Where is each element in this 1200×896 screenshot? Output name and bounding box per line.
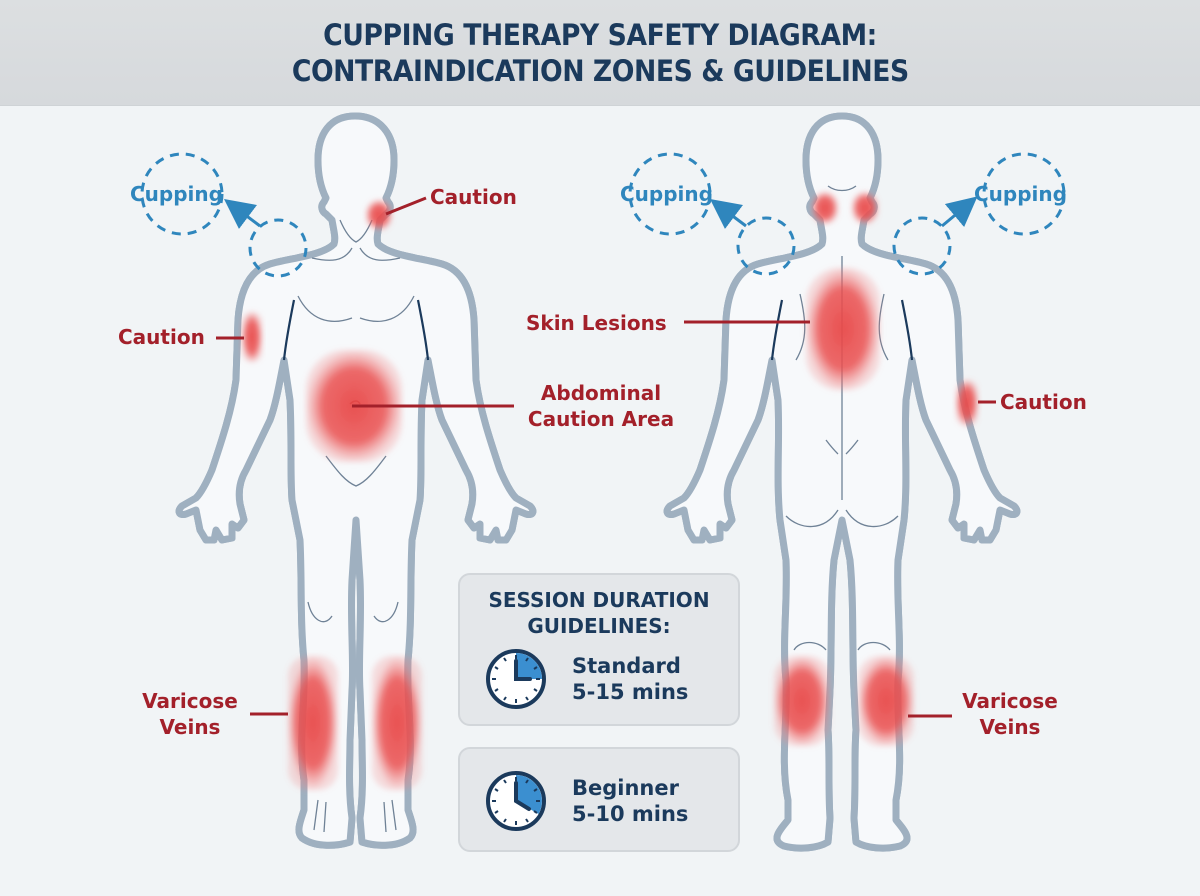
zone-forearm — [956, 380, 978, 426]
label-cupping-back-left: Cupping — [620, 182, 713, 206]
label-cupping-front: Cupping — [130, 182, 223, 206]
label-varicose-back: Varicose Veins — [962, 689, 1058, 739]
label-neck-caution: Caution — [430, 185, 517, 209]
zone-right-calf — [372, 656, 422, 790]
label-arm-caution-back: Caution — [1000, 390, 1087, 414]
label-cupping-back-right: Cupping — [974, 182, 1067, 206]
zone-neck — [366, 200, 392, 230]
zone-left-calf-back — [774, 656, 830, 746]
zone-neck-left — [812, 192, 838, 224]
zone-neck-right — [852, 192, 878, 224]
title-bar: CUPPING THERAPY SAFETY DIAGRAM: CONTRAIN… — [0, 0, 1200, 106]
zone-left-calf — [288, 656, 338, 790]
back-contraindication-zones — [774, 192, 978, 746]
title-line-1: CUPPING THERAPY SAFETY DIAGRAM: — [323, 17, 877, 52]
label-skin-lesions: Skin Lesions — [526, 311, 667, 335]
label-arm-caution-front: Caution — [118, 325, 205, 349]
beginner-duration-row: Beginner 5-10 mins — [484, 769, 688, 833]
beginner-duration-text: Beginner 5-10 mins — [572, 776, 689, 826]
label-varicose-front: Varicose Veins — [142, 689, 238, 739]
front-cupping-markers — [140, 152, 308, 278]
title-line-2: CONTRAINDICATION ZONES & GUIDELINES — [291, 53, 909, 88]
standard-duration-text: Standard 5-15 mins — [572, 654, 689, 704]
clock-icon — [486, 771, 546, 831]
zone-upper-arm — [242, 312, 262, 362]
back-cupping-markers — [628, 152, 1066, 276]
front-leader-lines — [216, 196, 514, 716]
clock-icon — [486, 649, 546, 709]
back-body-figure — [667, 112, 1017, 848]
session-card-title: SESSION DURATION GUIDELINES: — [488, 588, 710, 638]
zone-upper-back — [806, 268, 880, 390]
back-leader-lines — [684, 320, 996, 718]
beginner-duration-card: Beginner 5-10 mins — [458, 747, 740, 852]
session-duration-card: SESSION DURATION GUIDELINES: Standard 5-… — [458, 573, 740, 726]
label-abdominal-caution: Abdominal Caution Area — [527, 381, 675, 431]
zone-right-calf-back — [858, 656, 914, 746]
standard-duration-row: Standard 5-15 mins — [484, 647, 688, 711]
